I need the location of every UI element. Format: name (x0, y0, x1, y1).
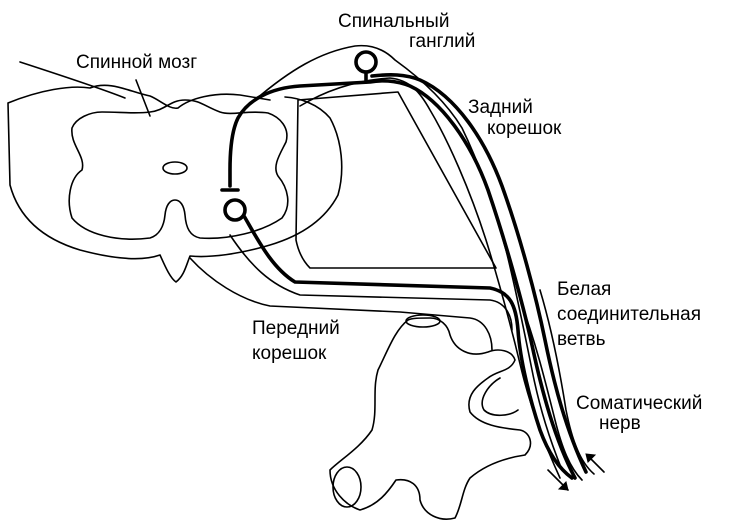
label-ventral-root-1: Передний (252, 318, 340, 339)
sensory-fiber-b (370, 73, 588, 474)
ventral-root-sheath (229, 234, 513, 331)
sympathetic-ganglion-top (405, 314, 441, 328)
motor-neuron-body (223, 198, 247, 222)
label-ventral-root-2: корешок (252, 343, 327, 364)
ganglion-cell-body (354, 50, 378, 74)
efferent-arrow-head (557, 481, 569, 491)
label-somatic-nerve-2: нерв (599, 413, 641, 434)
dorsal-root-sheath (254, 44, 563, 471)
central-canal (162, 161, 188, 175)
label-somatic-nerve-1: Соматический (576, 393, 703, 414)
spinal-cord-label-pointer (135, 79, 151, 117)
label-dorsal-root-2: корешок (487, 118, 562, 139)
ganglion-region (295, 91, 497, 269)
label-white-ramus-3: ветвь (557, 329, 606, 350)
sympathetic-ganglion (329, 317, 532, 520)
sympathetic-ganglion-bottom (332, 466, 362, 508)
somatic-nerve-sheath (519, 299, 583, 481)
label-spinal-ganglion-1: Спинальный (338, 11, 450, 32)
ventral-root-sheath-outer (189, 257, 493, 351)
label-white-ramus-1: Белая (557, 279, 612, 300)
afferent-arrow-head (585, 453, 597, 463)
motor-fiber (242, 214, 574, 480)
label-spinal-cord: Спинной мозг (76, 52, 198, 73)
sensory-fiber (228, 79, 577, 480)
grey-matter (68, 99, 289, 240)
dorsal-contour-line (19, 61, 126, 99)
spinal-cord-outline (7, 84, 343, 283)
label-white-ramus-2: соединительная (557, 304, 701, 325)
sympathetic-chain-loop (481, 377, 519, 417)
label-dorsal-root-1: Задний (468, 97, 533, 118)
label-spinal-ganglion-2: ганглий (409, 31, 476, 52)
